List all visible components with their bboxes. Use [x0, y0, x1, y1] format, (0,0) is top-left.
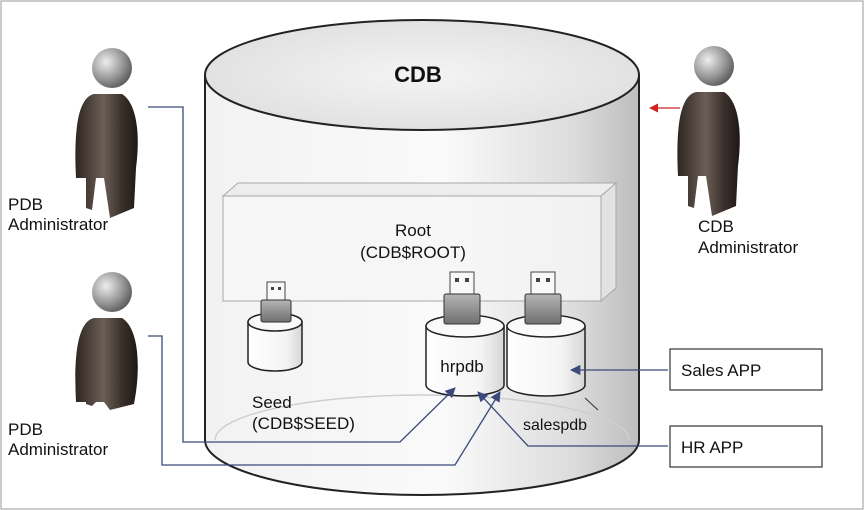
pdb-admin-top-person-icon: [75, 48, 138, 218]
seed-label: Seed: [252, 393, 292, 412]
salespdb-label: salespdb: [523, 417, 587, 434]
pdb-admin-top-sublabel: Administrator: [8, 215, 108, 234]
sales-app-label: Sales APP: [681, 361, 761, 380]
pdb-admin-top-label: PDB: [8, 195, 43, 214]
connector-top-admin-to-hrpdb: [148, 106, 456, 443]
seed-pdb: Seed (CDB$SEED): [247, 281, 355, 433]
hrpdb-pdb: hrpdb: [425, 271, 505, 397]
pdb-admin-bottom-label: PDB: [8, 420, 43, 439]
sales-app-box: Sales APP: [669, 348, 823, 391]
seed-sublabel: (CDB$SEED): [252, 414, 355, 433]
cdb-admin-label: CDB: [698, 217, 734, 236]
hr-app-box: HR APP: [669, 425, 823, 468]
connector-bottom-admin-to-salespdb: [148, 335, 501, 466]
salespdb-callout-line: [584, 397, 599, 411]
cdb-admin-sublabel: Administrator: [698, 238, 798, 257]
cdb-admin-person-icon: [677, 46, 740, 216]
root-container: Root (CDB$ROOT): [221, 181, 618, 303]
connector-lines: [148, 106, 668, 466]
cdb-title: CDB: [394, 62, 442, 87]
hrpdb-label: hrpdb: [440, 357, 483, 376]
root-label: Root: [395, 221, 431, 240]
seed-plug-icon: [260, 281, 292, 323]
salespdb-pdb: salespdb: [506, 271, 599, 434]
hr-app-label: HR APP: [681, 438, 743, 457]
cdb-top-ellipse: [204, 19, 640, 131]
pdb-admin-bottom-person-icon: [75, 272, 138, 410]
root-sublabel: (CDB$ROOT): [360, 243, 466, 262]
pdb-admin-bottom-sublabel: Administrator: [8, 440, 108, 459]
salespdb-plug-icon: [524, 271, 562, 325]
cdb-floor-ellipse: [214, 394, 630, 441]
connector-hr-app-to-hrpdb: [477, 391, 668, 447]
hrpdb-plug-icon: [443, 271, 481, 325]
